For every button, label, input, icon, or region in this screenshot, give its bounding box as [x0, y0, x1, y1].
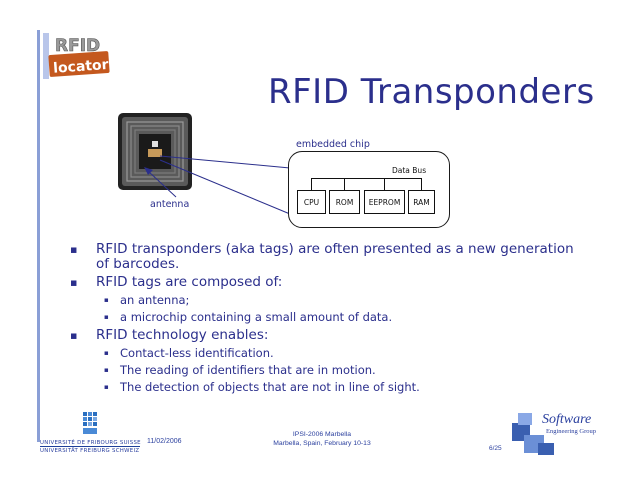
- embedded-chip-label: embedded chip: [296, 139, 370, 150]
- bullet-list: RFID transponders (aka tags) are often p…: [70, 242, 590, 398]
- bus-drop-ram: [421, 178, 423, 190]
- sub-bullet-item: The detection of objects that are not in…: [96, 380, 590, 395]
- svg-text:Software: Software: [542, 412, 591, 427]
- ram-block: RAM: [408, 190, 435, 214]
- rfid-tag-photo: [118, 113, 192, 190]
- bus-drop-eeprom: [384, 178, 386, 190]
- slide-title: RFID Transponders: [268, 72, 595, 112]
- bullet-item: RFID tags are composed of: an antenna; a…: [70, 274, 590, 326]
- software-engineering-group-logo: Software Engineering Group: [512, 412, 596, 455]
- university-name-fr: UNIVERSITÉ DE FRIBOURG SUISSE: [40, 440, 141, 446]
- footer-event: IPSI-2006 Marbella Marbella, Spain, Febr…: [262, 430, 382, 448]
- bullet-text: RFID technology enables:: [96, 327, 269, 343]
- footer-rule: [40, 446, 140, 447]
- sub-bullet-list: an antenna; a microchip containing a sma…: [96, 293, 590, 325]
- bus-drop-rom: [344, 178, 346, 190]
- svg-text:locator: locator: [53, 57, 109, 77]
- svg-text:Engineering Group: Engineering Group: [546, 428, 596, 435]
- embedded-chip-box: [288, 151, 450, 228]
- antenna-label: antenna: [150, 199, 190, 210]
- svg-text:RFID: RFID: [55, 36, 100, 56]
- sub-bullet-item: an antenna;: [96, 293, 590, 308]
- bus-drop-cpu: [311, 178, 313, 190]
- sub-bullet-item: Contact-less identification.: [96, 346, 590, 361]
- left-accent-rule: [37, 30, 40, 442]
- event-location: Marbella, Spain, February 10-13: [273, 440, 371, 447]
- sub-bullet-item: a microchip containing a small amount of…: [96, 310, 590, 325]
- bullet-text: RFID tags are composed of:: [96, 274, 283, 290]
- data-bus-line: [311, 178, 421, 180]
- cpu-block: CPU: [297, 190, 326, 214]
- university-logo: [80, 410, 100, 434]
- sub-bullet-item: The reading of identifiers that are in m…: [96, 363, 590, 378]
- event-name: IPSI-2006 Marbella: [292, 431, 352, 438]
- sub-bullet-list: Contact-less identification. The reading…: [96, 346, 590, 395]
- bullet-item: RFID technology enables: Contact-less id…: [70, 327, 590, 396]
- bullet-item: RFID transponders (aka tags) are often p…: [70, 242, 590, 272]
- data-bus-label: Data Bus: [392, 166, 427, 175]
- footer-date: 11/02/2006: [147, 438, 182, 445]
- eeprom-block: EEPROM: [364, 190, 405, 214]
- bullet-text: RFID transponders (aka tags) are often p…: [96, 241, 574, 272]
- rfid-locator-logo: RFID locator: [43, 33, 110, 79]
- university-name-de: UNIVERSITÄT FREIBURG SCHWEIZ: [40, 448, 140, 454]
- rom-block: ROM: [329, 190, 360, 214]
- page-number: 6/25: [489, 445, 502, 452]
